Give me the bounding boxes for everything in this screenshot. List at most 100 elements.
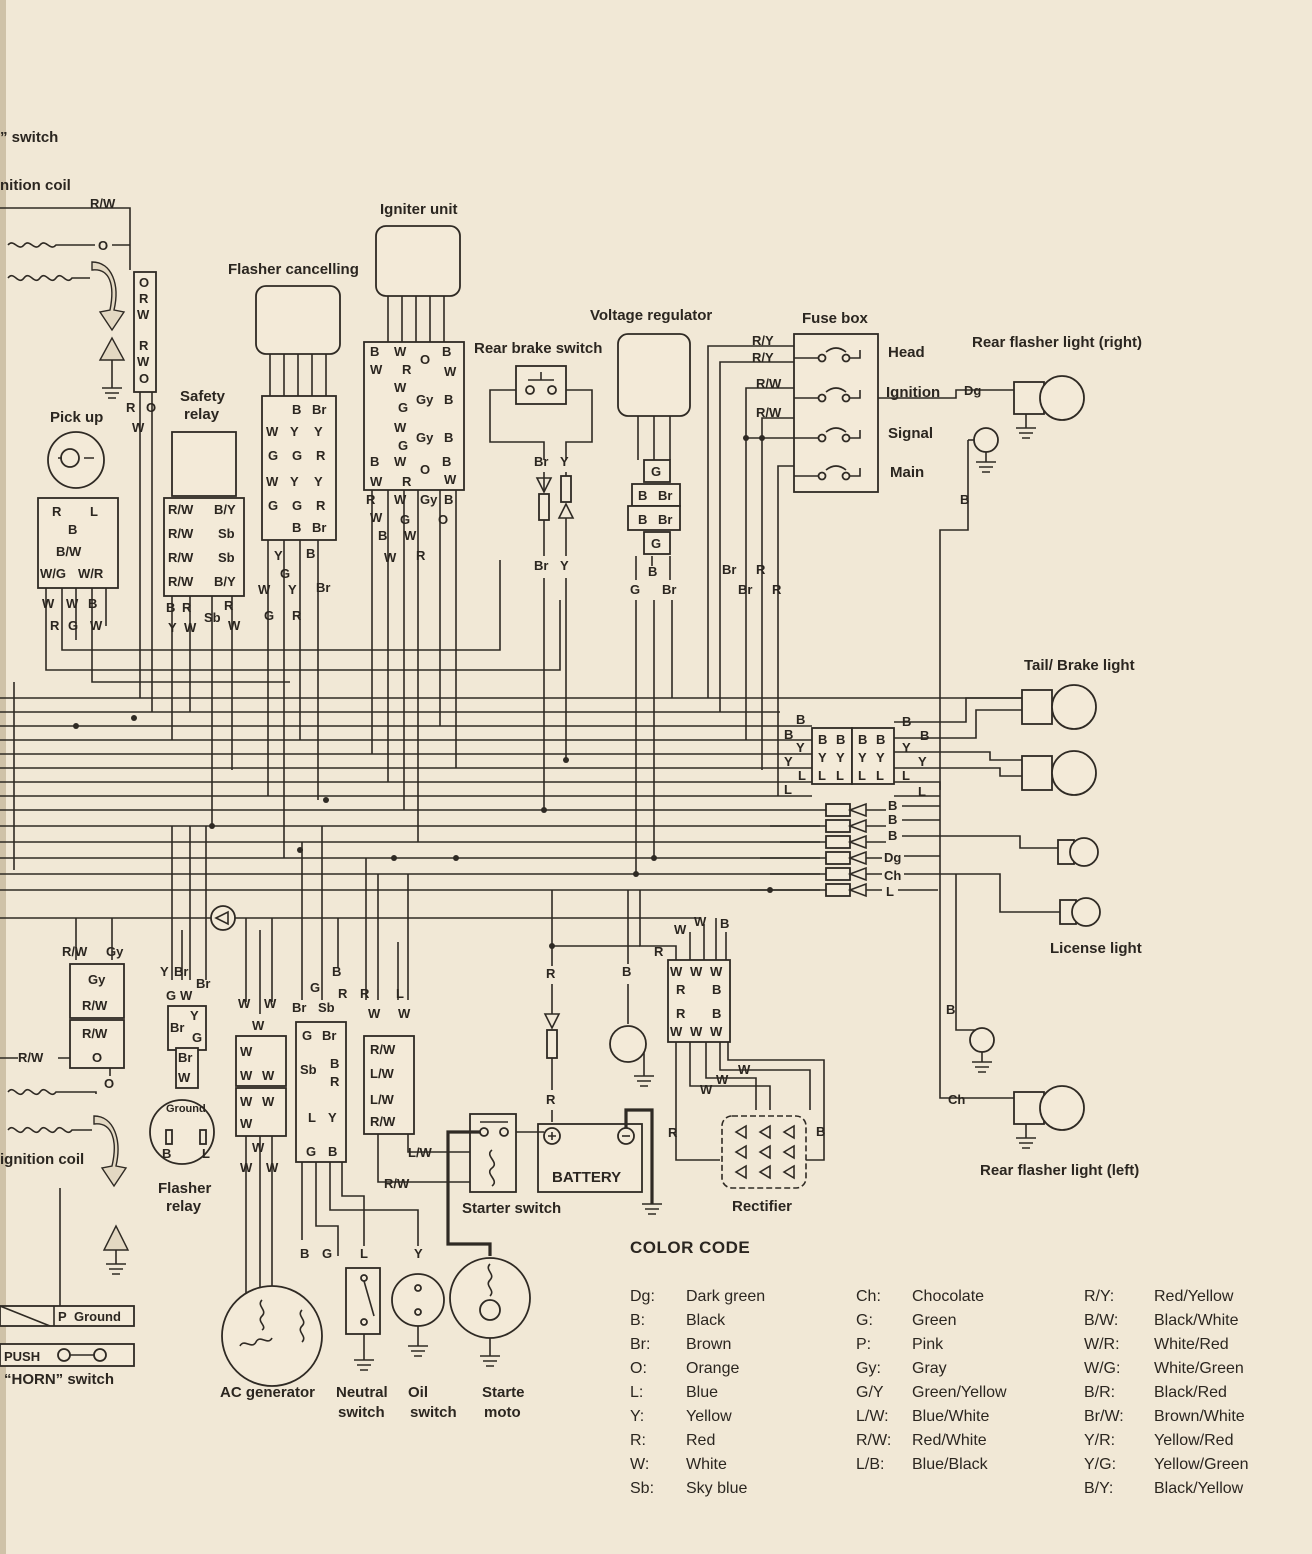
color-code-abbr: B/R: (1084, 1384, 1116, 1401)
color-code-entry: Y:Yellow (630, 1408, 765, 1432)
svg-text:L: L (876, 768, 884, 783)
harness-bus (0, 682, 1040, 919)
svg-text:Br: Br (178, 1050, 192, 1065)
svg-text:W: W (710, 964, 723, 979)
svg-text:W: W (738, 1062, 751, 1077)
svg-text:Ch: Ch (948, 1092, 965, 1107)
svg-text:B: B (444, 492, 453, 507)
color-code-name: Green (912, 1312, 957, 1329)
color-code-name: White (686, 1456, 727, 1473)
svg-text:R: R (416, 548, 426, 563)
color-code-entry: W/G:White/Green (1084, 1360, 1249, 1384)
color-code-entry: P:Pink (856, 1336, 1007, 1360)
svg-text:G: G (302, 1028, 312, 1043)
svg-text:R/Y: R/Y (752, 350, 774, 365)
svg-text:W: W (132, 420, 145, 435)
color-code-abbr: L: (630, 1384, 644, 1401)
color-code-name: Blue (686, 1384, 719, 1401)
ignition-coil-top: ” switch nition coil R/W O O R W R W O R… (0, 129, 157, 712)
fuse-box: Fuse box Head Ignition Signal Main R/Y R… (707, 310, 940, 796)
svg-text:R: R (402, 362, 412, 377)
svg-text:O: O (92, 1050, 102, 1065)
svg-text:Br: Br (316, 580, 330, 595)
svg-text:R: R (756, 562, 766, 577)
color-code-name: White/Red (1154, 1336, 1229, 1353)
svg-text:W: W (262, 1094, 275, 1109)
color-code-name: Black (686, 1312, 726, 1329)
svg-text:B: B (68, 522, 77, 537)
svg-text:B: B (946, 1002, 955, 1017)
svg-text:Br: Br (658, 512, 672, 527)
svg-text:G: G (268, 498, 278, 513)
color-code-name: White/Green (1154, 1360, 1244, 1377)
wire-o-label: O (98, 238, 108, 253)
svg-text:Sb: Sb (318, 1000, 335, 1015)
color-code-entry: Y/R:Yellow/Red (1084, 1432, 1249, 1456)
rectifier-label: Rectifier (732, 1198, 792, 1215)
svg-text:B: B (818, 732, 827, 747)
svg-text:Br: Br (312, 402, 326, 417)
svg-text:W: W (674, 922, 687, 937)
svg-text:R: R (50, 618, 60, 633)
svg-text:R: R (338, 986, 348, 1001)
svg-text:B: B (292, 520, 301, 535)
svg-text:G: G (630, 582, 640, 597)
svg-text:W: W (252, 1140, 265, 1155)
color-code-abbr: B/W: (1084, 1312, 1119, 1329)
flasher-relay-label-2: relay (166, 1198, 202, 1215)
svg-text:R: R (52, 504, 62, 519)
color-code-entry: Dg:Dark green (630, 1288, 765, 1312)
svg-text:R: R (330, 1074, 340, 1089)
svg-text:Sb: Sb (204, 610, 221, 625)
svg-text:O: O (420, 352, 430, 367)
color-code-name: Black/Red (1154, 1384, 1227, 1401)
color-code-name: Red/Yellow (1154, 1288, 1234, 1305)
svg-text:B: B (888, 812, 897, 827)
svg-text:Gy: Gy (416, 430, 434, 445)
svg-text:R/W: R/W (168, 502, 194, 517)
svg-text:O: O (139, 371, 149, 386)
svg-text:W: W (700, 1082, 713, 1097)
svg-text:Y: Y (918, 754, 927, 769)
svg-text:B: B (292, 402, 301, 417)
color-code-name: Brown/White (1154, 1408, 1245, 1425)
rear-brake-switch-label: Rear brake switch (474, 340, 602, 357)
color-code-name: Brown (686, 1336, 732, 1353)
starter-switch-label: Starter switch (462, 1200, 561, 1217)
svg-text:B: B (876, 732, 885, 747)
license-light-label: License light (1050, 940, 1142, 957)
svg-text:W: W (180, 988, 193, 1003)
svg-text:G: G (306, 1144, 316, 1159)
fuse-box-label: Fuse box (802, 310, 869, 327)
wire-l-label: L (886, 884, 894, 899)
color-code-name: Pink (912, 1336, 944, 1353)
svg-text:Br: Br (658, 488, 672, 503)
svg-text:L: L (202, 1146, 210, 1161)
color-code-abbr: Y/R: (1084, 1432, 1116, 1449)
color-code-abbr: Br: (630, 1336, 651, 1353)
color-code-abbr: Dg: (630, 1288, 655, 1305)
neutral-switch-label-2: switch (338, 1404, 385, 1421)
svg-text:R: R (402, 474, 412, 489)
color-code-abbr: Y: (630, 1408, 645, 1425)
svg-text:Br: Br (196, 976, 210, 991)
svg-text:Br: Br (322, 1028, 336, 1043)
horn-p-label: P (58, 1309, 67, 1324)
svg-text:G: G (192, 1030, 202, 1045)
svg-text:R/W: R/W (82, 1026, 108, 1041)
svg-text:W: W (394, 492, 407, 507)
svg-text:L: L (90, 504, 98, 519)
horn-switch: P Ground PUSH “HORN” switch (0, 1305, 135, 1388)
svg-text:B: B (378, 528, 387, 543)
svg-text:L: L (818, 768, 826, 783)
safety-relay-label-1: Safety (180, 388, 226, 405)
svg-text:O: O (139, 275, 149, 290)
oil-switch-label-1: Oil (408, 1384, 428, 1401)
pick-up-label: Pick up (50, 409, 103, 426)
svg-text:W: W (240, 1044, 253, 1059)
